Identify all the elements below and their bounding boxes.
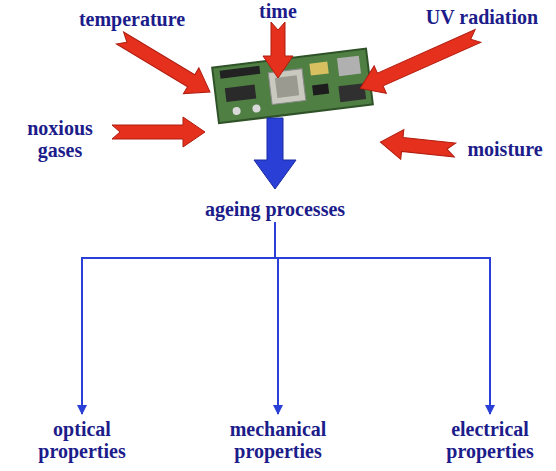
tree-connector <box>82 222 275 414</box>
factor-label: noxious gases <box>12 117 108 161</box>
factor-label: temperature <box>62 8 202 30</box>
result-arrow <box>254 118 296 189</box>
property-label: mechanical properties <box>216 416 340 464</box>
circuit-board <box>212 49 373 123</box>
factor-label: time <box>250 0 306 22</box>
node-text: electrical properties <box>432 418 548 462</box>
node-text: optical properties <box>24 418 140 462</box>
property-label: electrical properties <box>428 416 552 464</box>
property-label: optical properties <box>20 416 144 464</box>
node-text: mechanical properties <box>220 418 336 462</box>
factor-arrows <box>112 22 484 165</box>
factor-label: moisture <box>458 138 552 160</box>
node-text: ageing processes <box>184 198 366 220</box>
process-label: ageing processes <box>180 196 370 222</box>
factor-label: UV radiation <box>412 6 552 28</box>
tree-connector <box>275 222 490 414</box>
